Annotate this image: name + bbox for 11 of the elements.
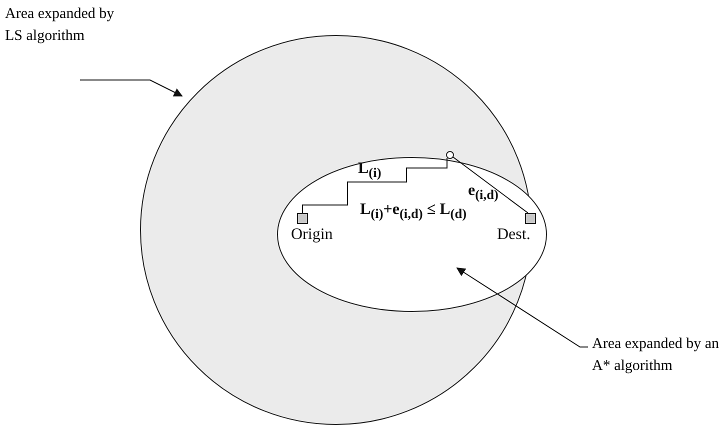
connector-line — [302, 158, 448, 214]
callout-text: Area expanded by an A* algorithm — [592, 333, 725, 383]
edge-label: L$_{(i)}$ — [358, 159, 382, 182]
leader-line — [80, 80, 183, 96]
leader-line — [456, 268, 588, 348]
node-caption: Dest. — [497, 225, 530, 245]
node-caption: Origin — [291, 225, 333, 245]
connector-line — [452, 156, 528, 214]
formula-label: L$_{(i)}$+e$_{(i,d)}$ ≤ L$_{(d)}$ — [360, 200, 467, 224]
edge-label: e$_{(i,d)}$ — [468, 181, 498, 204]
callout-text: Area expanded by LS algorithm — [5, 3, 125, 73]
